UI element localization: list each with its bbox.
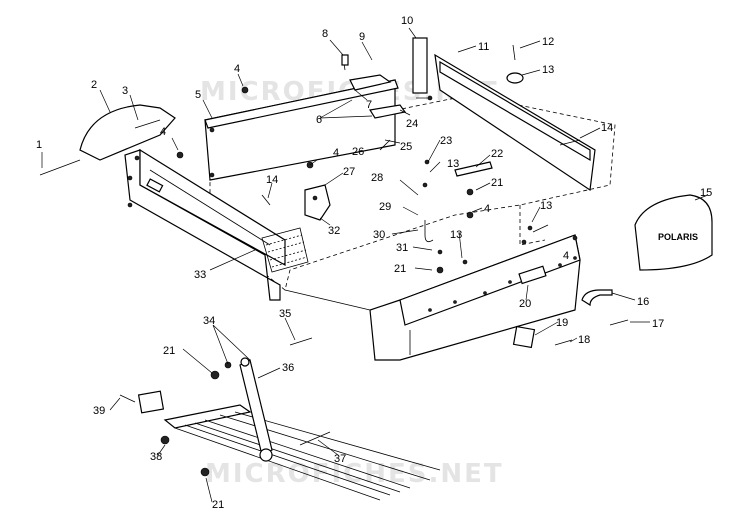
- callout-15: 15: [700, 187, 712, 199]
- callout-20: 20: [519, 298, 531, 310]
- bolt-35: [289, 337, 313, 346]
- callout-31: 31: [396, 242, 408, 254]
- callout-25: 25: [400, 141, 412, 153]
- floor-plate: [261, 227, 309, 273]
- callout-4c: 4: [333, 147, 339, 159]
- callout-14b: 14: [266, 174, 278, 186]
- callout-4b: 4: [160, 126, 166, 138]
- callout-24: 24: [406, 118, 418, 130]
- callout-labels: 1 2 3 4 4 4 4 4 5 6 7 8 9 10 11 12 13 13…: [36, 15, 712, 511]
- callout-37: 37: [334, 453, 346, 465]
- callout-38: 38: [150, 451, 162, 463]
- callout-4d: 4: [484, 203, 490, 215]
- callout-8: 8: [322, 28, 328, 40]
- callout-2: 2: [91, 79, 97, 91]
- callout-11: 11: [478, 41, 489, 53]
- callout-6: 6: [316, 114, 322, 126]
- callout-13a: 13: [542, 64, 554, 76]
- left-side-panel: [124, 148, 286, 301]
- callout-3: 3: [122, 85, 128, 97]
- latch-assembly: [304, 184, 331, 221]
- fender-piece: [79, 104, 176, 161]
- callout-1: 1: [36, 139, 42, 151]
- callout-21b: 21: [394, 263, 406, 275]
- callout-30: 30: [373, 229, 385, 241]
- polaris-logo-text: POLARIS: [658, 232, 698, 242]
- watermark-bottom: MICROFICHES.NET: [205, 459, 504, 489]
- corner-guide: [519, 205, 546, 246]
- callout-13c: 13: [540, 200, 552, 212]
- callout-39: 39: [93, 405, 105, 417]
- callout-19: 19: [556, 317, 568, 329]
- callout-26: 26: [352, 146, 364, 158]
- callout-35: 35: [279, 308, 291, 320]
- rear-decal-guard: POLARIS: [634, 194, 713, 271]
- callout-32: 32: [328, 225, 340, 237]
- tailgate: [412, 37, 596, 192]
- callout-29: 29: [379, 201, 391, 213]
- callout-34: 34: [203, 315, 215, 327]
- callout-28: 28: [371, 172, 383, 184]
- callout-27: 27: [343, 166, 355, 178]
- callout-12: 12: [542, 36, 554, 48]
- callout-18: 18: [578, 334, 590, 346]
- leader-lines: [41, 27, 709, 503]
- callout-13b: 13: [447, 158, 459, 170]
- callout-14a: 14: [601, 122, 613, 134]
- callout-5: 5: [195, 89, 201, 101]
- rear-bumper: [284, 234, 581, 361]
- callout-10: 10: [401, 15, 413, 27]
- bolt-37: [299, 431, 331, 446]
- callout-17: 17: [652, 318, 664, 330]
- callout-4a: 4: [234, 63, 240, 75]
- callout-21a: 21: [491, 177, 503, 189]
- callout-21c: 21: [163, 345, 175, 357]
- hinge-plate: [512, 325, 536, 349]
- callout-33: 33: [194, 269, 206, 281]
- callout-9: 9: [359, 31, 365, 43]
- callout-13d: 13: [450, 229, 462, 241]
- callout-22: 22: [491, 148, 503, 160]
- callout-23: 23: [440, 135, 452, 147]
- callout-36: 36: [282, 362, 294, 374]
- front-panel: [204, 79, 399, 181]
- shock-absorber: [239, 357, 273, 462]
- callout-7: 7: [366, 99, 372, 111]
- callout-21d: 21: [212, 499, 224, 511]
- callout-4e: 4: [563, 250, 569, 262]
- box-floor-outline: [209, 94, 616, 291]
- handle: [581, 289, 613, 307]
- callout-16: 16: [637, 296, 649, 308]
